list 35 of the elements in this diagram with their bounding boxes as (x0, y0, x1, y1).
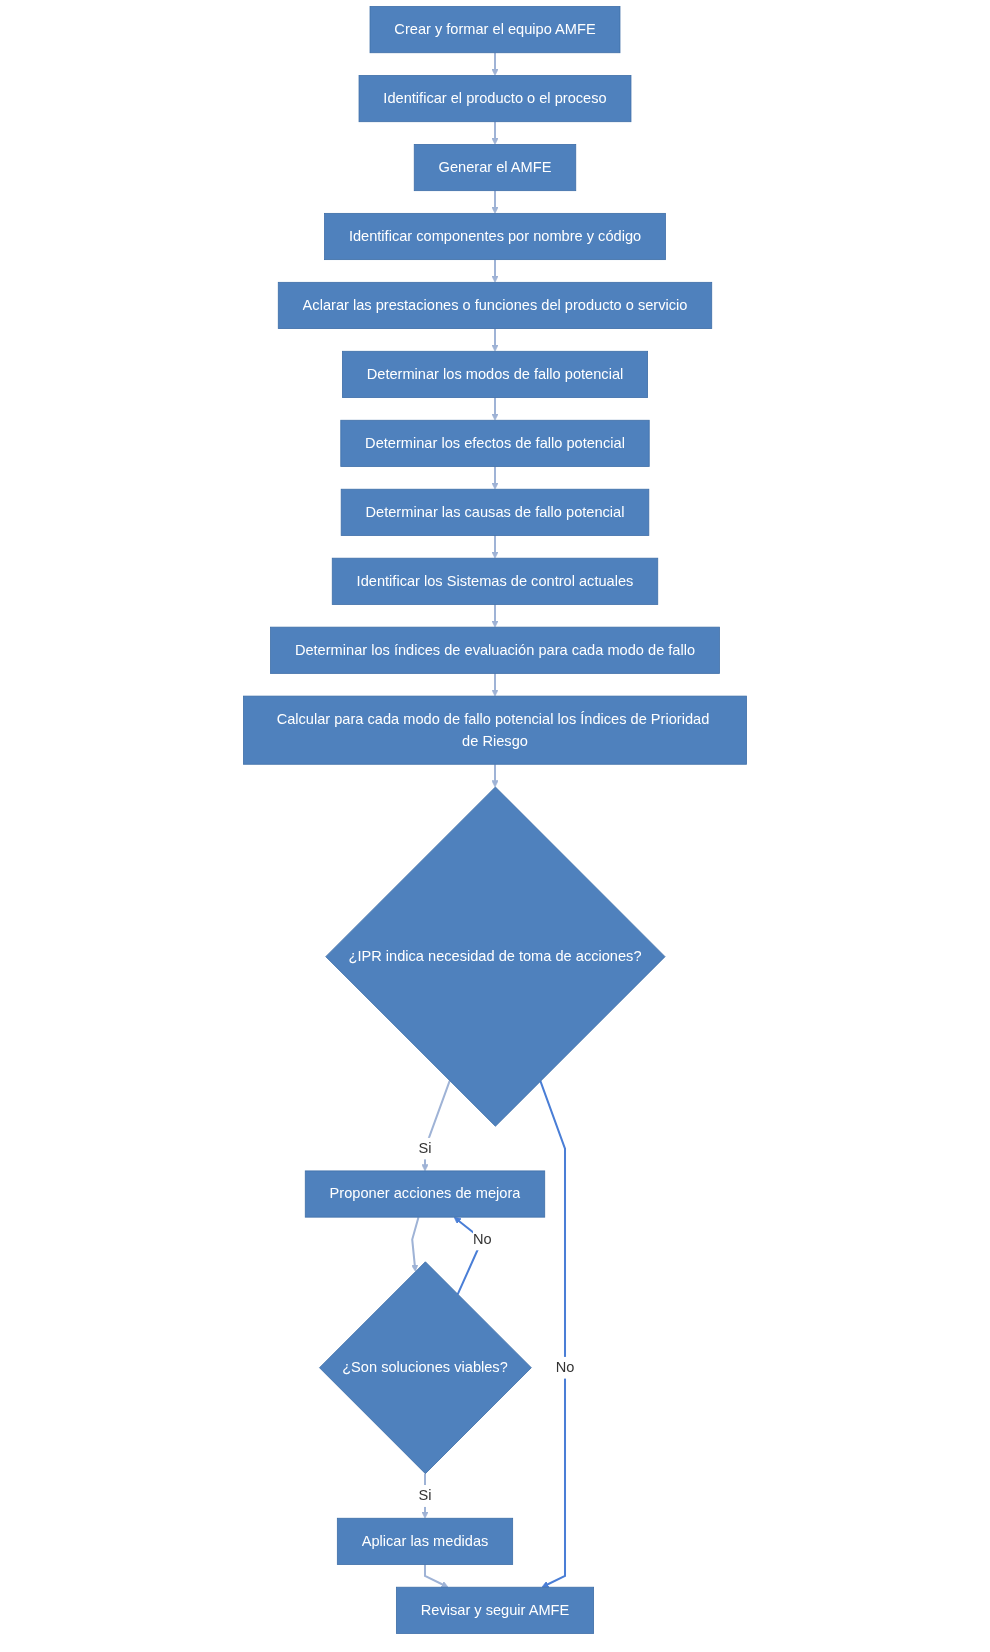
node-box: Aplicar las medidas (336, 1517, 514, 1565)
node-diamond: ¿IPR indica necesidad de toma de acciones? (325, 786, 666, 1127)
node-box: Identificar los Sistemas de control actuales (331, 557, 659, 605)
node-box: Determinar los efectos de fallo potencial (340, 419, 650, 467)
node-box: Aclarar las prestaciones o funciones del producto o servicio (277, 281, 713, 329)
arrow (491, 121, 499, 145)
arrow (491, 466, 499, 490)
arrow (491, 764, 499, 788)
node-box: Identificar componentes por nombre y código (324, 212, 666, 261)
node-box: Identificar el producto o el proceso (358, 75, 632, 123)
node-box: Determinar los modos de fallo potencial (342, 350, 648, 398)
arrow (411, 1216, 420, 1272)
node-box: Revisar y seguir AMFE (396, 1586, 594, 1634)
edge-label: Si (418, 1487, 432, 1504)
arrow (491, 604, 499, 628)
arrow (491, 673, 499, 697)
arrow (491, 535, 499, 559)
node-box: Generar el AMFE (413, 144, 577, 192)
node-box: Crear y formar el equipo AMFE (369, 6, 621, 54)
node-box: Determinar las causas de fallo potencial (340, 488, 650, 536)
arrow (491, 328, 499, 352)
arrow (421, 1080, 451, 1172)
node-box: Proponer acciones de mejora (304, 1170, 546, 1218)
arrow (491, 190, 499, 214)
arrow (491, 259, 499, 283)
edge-label: No (472, 1230, 492, 1248)
node-box: Calcular para cada modo de fallo potencial los Índices de Prioridad de Riesgo (243, 695, 747, 765)
arrow (491, 397, 499, 421)
arrow (491, 52, 499, 76)
node-diamond: ¿Son soluciones viables? (319, 1261, 532, 1475)
edge-label: Si (418, 1140, 432, 1157)
edge-label: No (555, 1359, 575, 1376)
arrow (539, 1080, 566, 1588)
node-box: Determinar los índices de evaluación para cada modo de fallo (270, 626, 720, 674)
arrow (424, 1564, 449, 1588)
